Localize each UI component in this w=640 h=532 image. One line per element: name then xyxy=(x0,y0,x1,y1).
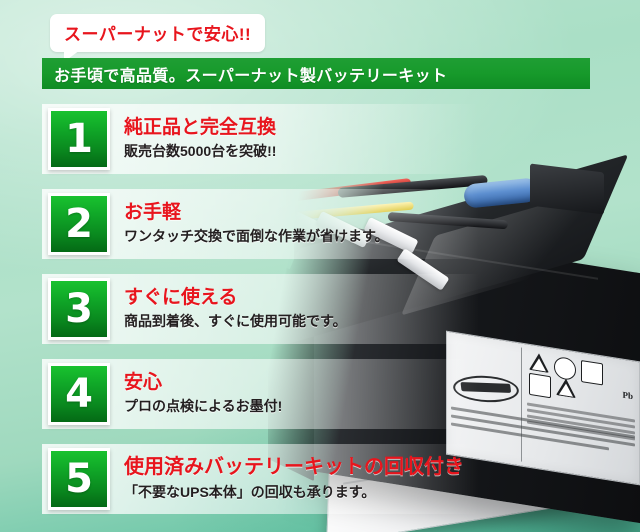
feature-text: すぐに使える 商品到着後、すぐに使用可能です。 xyxy=(124,287,347,332)
feature-number: 4 xyxy=(65,371,93,417)
feature-number: 1 xyxy=(65,116,93,162)
feature-text: 使用済みバッテリーキットの回収付き 「不要なUPS本体」の回収も承ります。 xyxy=(124,456,464,502)
feature-title: 純正品と完全互換 xyxy=(124,116,277,138)
feature-number: 3 xyxy=(65,286,93,332)
feature-title: すぐに使える xyxy=(124,286,238,308)
feature-list: 1 純正品と完全互換 販売台数5000台を突破!! 2 お手軽 ワンタッチ交換で… xyxy=(42,104,602,529)
feature-row: 3 すぐに使える 商品到着後、すぐに使用可能です。 xyxy=(42,274,602,344)
feature-row: 4 安心 プロの点検によるお墨付! xyxy=(42,359,602,429)
feature-row: 5 使用済みバッテリーキットの回収付き 「不要なUPS本体」の回収も承ります。 xyxy=(42,444,602,514)
feature-number-badge: 3 xyxy=(48,278,110,340)
feature-number-badge: 2 xyxy=(48,193,110,255)
feature-text: お手軽 ワンタッチ交換で面倒な作業が省けます。 xyxy=(124,202,389,247)
feature-number-badge: 1 xyxy=(48,108,110,170)
headline-banner: お手頃で高品質。スーパーナット製バッテリーキット xyxy=(42,58,590,89)
feature-subtitle: 販売台数5000台を突破!! xyxy=(124,143,277,160)
feature-subtitle: プロの点検によるお墨付! xyxy=(124,398,283,415)
feature-title: 安心 xyxy=(124,371,163,393)
feature-number: 2 xyxy=(65,201,93,247)
speech-bubble: スーパーナットで安心!! xyxy=(50,14,266,62)
feature-number: 5 xyxy=(65,456,93,502)
feature-row: 1 純正品と完全互換 販売台数5000台を突破!! xyxy=(42,104,602,174)
speech-bubble-text: スーパーナットで安心!! xyxy=(64,25,252,44)
feature-number-badge: 4 xyxy=(48,363,110,425)
headline-banner-text: お手頃で高品質。スーパーナット製バッテリーキット xyxy=(54,67,448,85)
feature-subtitle: 商品到着後、すぐに使用可能です。 xyxy=(124,313,347,330)
feature-subtitle: ワンタッチ交換で面倒な作業が省けます。 xyxy=(124,228,389,245)
feature-subtitle: 「不要なUPS本体」の回収も承ります。 xyxy=(124,484,376,500)
feature-title: 使用済みバッテリーキットの回収付き xyxy=(124,456,464,478)
feature-number-badge: 5 xyxy=(48,448,110,510)
feature-title: お手軽 xyxy=(124,201,182,223)
feature-text: 純正品と完全互換 販売台数5000台を突破!! xyxy=(124,117,276,162)
feature-row: 2 お手軽 ワンタッチ交換で面倒な作業が省けます。 xyxy=(42,189,602,259)
lead-symbol: Pb xyxy=(622,389,633,402)
feature-text: 安心 プロの点検によるお墨付! xyxy=(124,372,282,417)
